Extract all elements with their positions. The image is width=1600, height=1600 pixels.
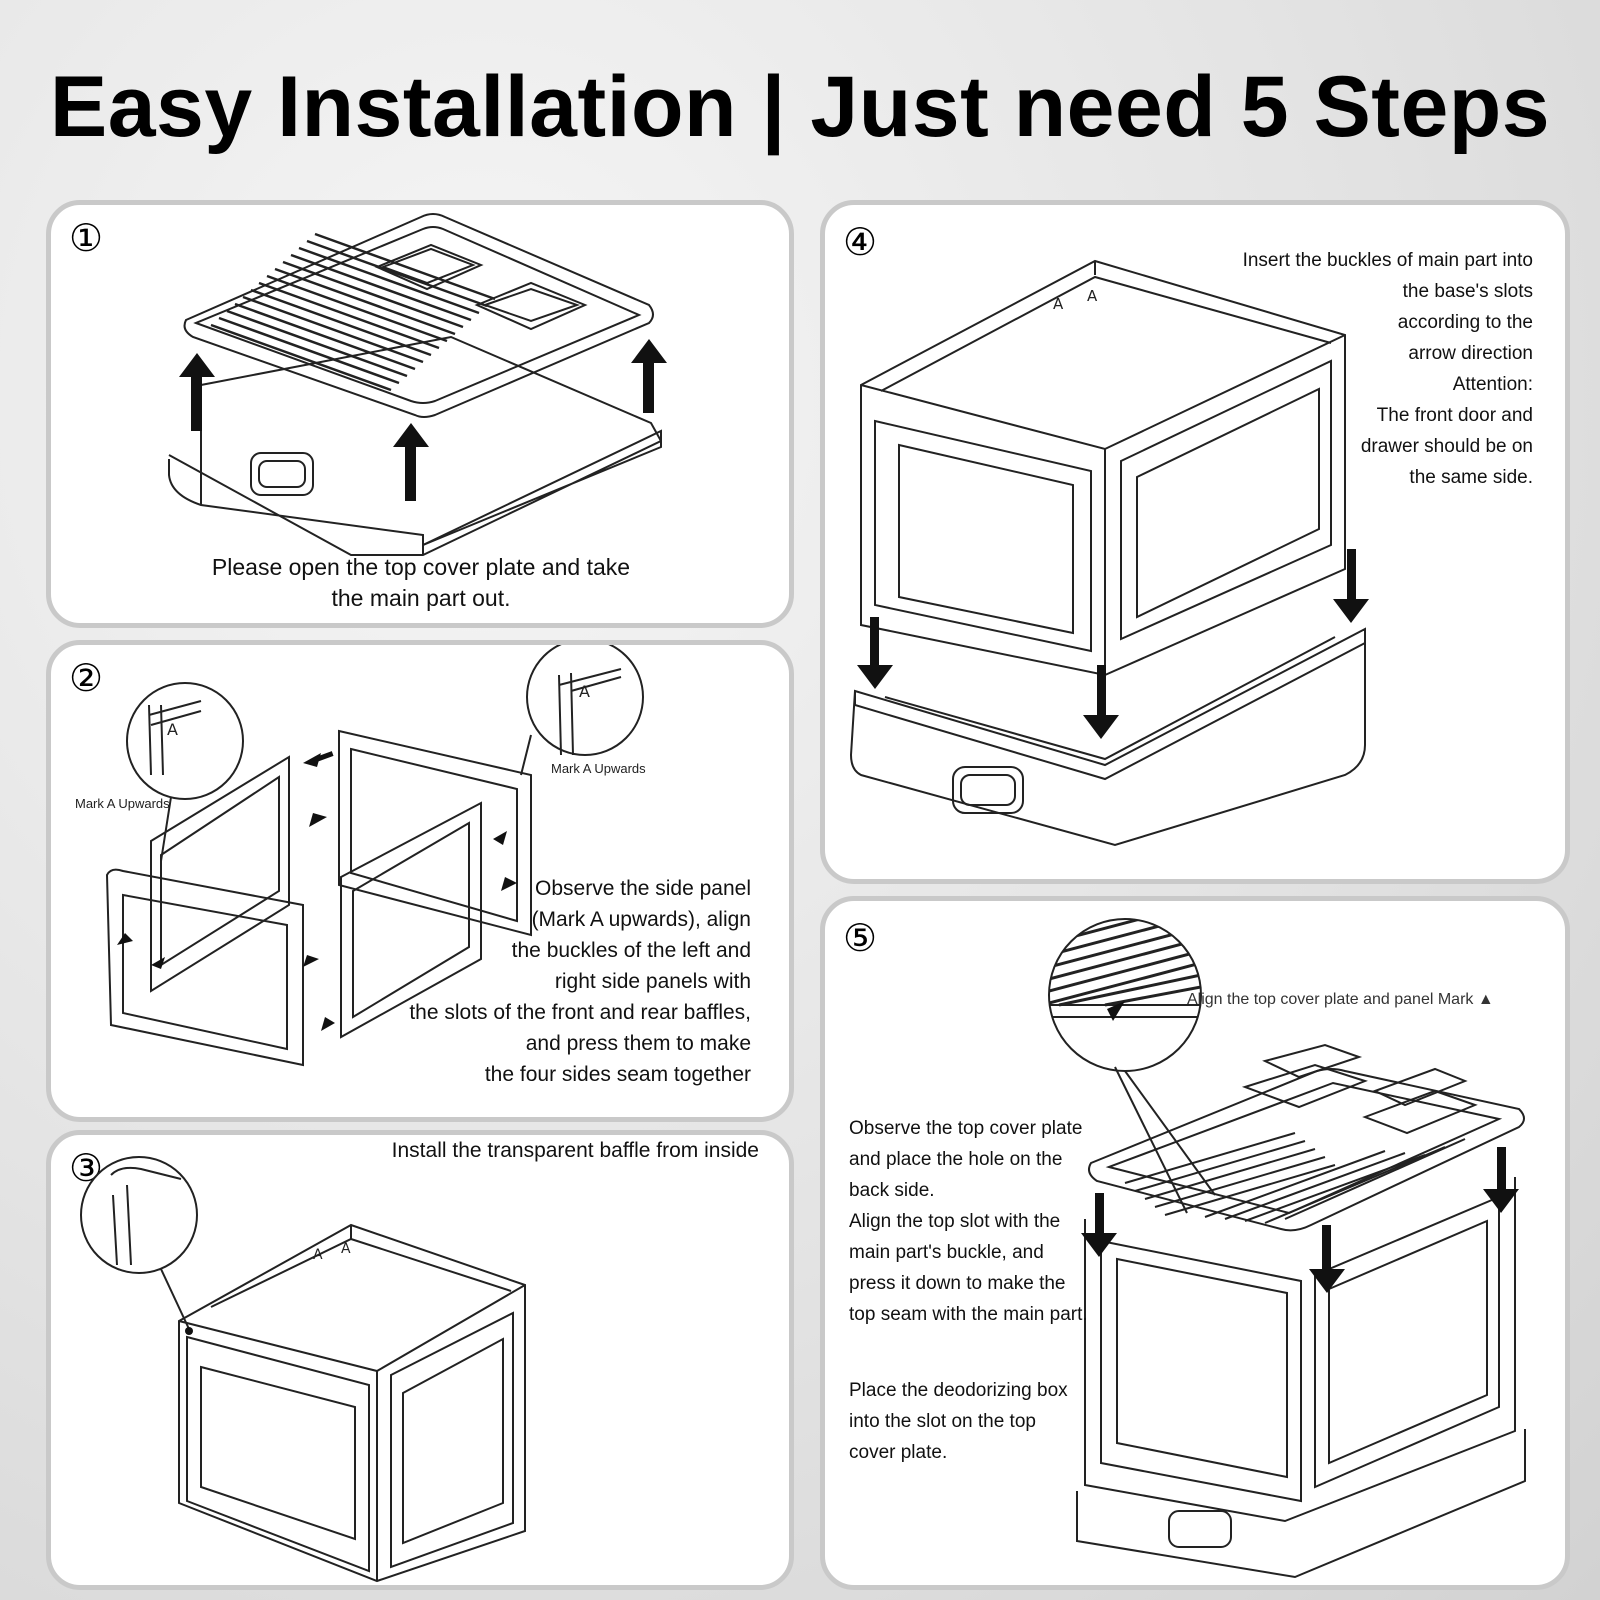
step-4-text-line: according to the [1397,312,1533,333]
panel-letter: A [341,1241,351,1257]
step-4-text-line: the same side. [1409,467,1533,488]
panel-letter: A [1053,295,1064,313]
step-5-text-line: Observe the top cover plate [849,1118,1083,1139]
panel-letter: A [1087,287,1098,305]
step-2-text-line: right side panels with [554,970,751,993]
step-2-text-line: the four sides seam together [484,1063,751,1086]
step-4-text-line: Attention: [1452,374,1533,395]
step-number: ④ [843,220,878,264]
step-4-panel: ④ A A Insert the buckles of main [820,200,1570,884]
step-5-text-line: back side. [849,1180,935,1201]
top-cover-removal-illustration [51,205,667,628]
step-3-panel: ③ Install the transparent baffle from in… [46,1130,794,1590]
page-title: Easy Installation | Just need 5 Steps [49,59,1551,155]
step-number: ② [69,656,104,700]
step-4-text-line: The front door and [1376,405,1533,426]
panel-letter: A [313,1247,323,1263]
step-5-text-line: main part's buckle, and [849,1242,1044,1263]
side-panel-assembly-illustration: A A [51,645,794,1122]
step-5-text-line: Place the deodorizing box [849,1380,1068,1401]
step-5-panel: ⑤ [820,896,1570,1590]
step-4-text-line: the base's slots [1402,281,1533,302]
align-mark-callout: Align the top cover plate and panel Mark… [1187,991,1494,1008]
step-4-text-line: arrow direction [1408,343,1533,364]
top-cover-install-illustration [825,901,1570,1590]
panel-letter: A [167,720,178,739]
step-number: ⑤ [843,916,878,960]
step-2-text-line: and press them to make [525,1032,751,1055]
step-1-text-line: Please open the top cover plate and take [211,554,631,580]
step-4-text-line: Insert the buckles of main part into [1242,250,1533,271]
step-number: ① [69,216,104,260]
panel-letter: A [579,682,590,701]
step-4-text-line: drawer should be on [1360,436,1533,457]
step-2-panel: ② [46,640,794,1122]
step-2-text-line: the buckles of the left and [511,939,751,962]
step-5-text-line: into the slot on the top [849,1411,1036,1432]
transparent-baffle-illustration: A A [51,1135,794,1590]
step-number: ③ [69,1146,104,1190]
step-1-panel: ① [46,200,794,628]
step-5-text-line: and place the hole on the [849,1149,1063,1170]
mark-a-callout: Mark A Upwards [75,796,170,811]
mark-a-callout: Mark A Upwards [551,761,646,776]
step-5-text-line: press it down to make the [849,1273,1066,1294]
main-part-into-base-illustration: A A [825,205,1369,884]
step-2-text-line: (Mark A upwards), align [531,908,751,931]
step-5-text-line: top seam with the main part. [849,1304,1088,1325]
step-1-text-line: the main part out. [331,585,511,611]
step-2-text-line: Observe the side panel [535,877,751,900]
step-5-text-line: Align the top slot with the [849,1211,1061,1232]
step-5-text-line: cover plate. [849,1442,948,1463]
step-3-text-line: Install the transparent baffle from insi… [391,1139,759,1162]
step-2-text-line: the slots of the front and rear baffles, [409,1001,751,1024]
